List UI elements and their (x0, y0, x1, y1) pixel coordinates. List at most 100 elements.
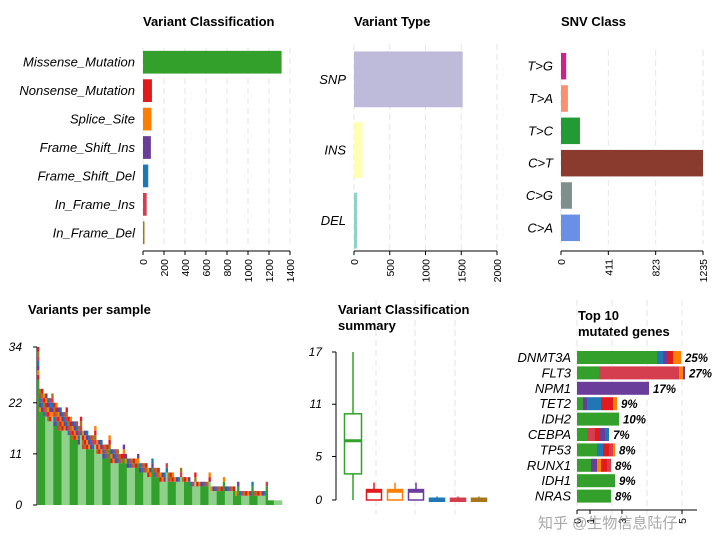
sample-bar-segment (135, 467, 138, 505)
sample-bar-segment (43, 412, 46, 417)
sample-bar-segment (53, 412, 56, 417)
sample-bar-segment (98, 453, 101, 505)
bar (143, 221, 145, 245)
sample-bar-segment (79, 426, 83, 431)
sample-bar-segment (120, 458, 124, 464)
sample-bar-segment (159, 472, 162, 478)
sample-bar-segment (126, 463, 130, 468)
sample-bar-segment (51, 416, 54, 505)
sample-bar-segment (69, 421, 73, 426)
watermark-text: 知乎 @生物信息陆仔 (538, 515, 677, 532)
sample-bar-segment (55, 407, 58, 413)
gene-percent-label: 9% (619, 476, 636, 488)
sample-bar-segment (55, 412, 58, 417)
sample-bar-segment (92, 435, 95, 440)
sample-bar-segment (100, 444, 103, 450)
sample-bar-segment (75, 421, 79, 426)
x-tick-label: 3 (617, 518, 629, 524)
sample-bar-segment (202, 486, 205, 505)
sample-bar-segment (179, 467, 183, 473)
sample-bar-segment (251, 486, 254, 505)
sample-bar-segment (59, 416, 62, 422)
sample-bar-segment (110, 463, 113, 505)
sample-bar-segment (165, 467, 168, 473)
sample-bar-segment (86, 435, 89, 440)
sample-bar-segment (51, 393, 54, 399)
sample-bar-segment (106, 444, 109, 450)
gene-bar-segment (587, 397, 601, 411)
sample-bar-segment (73, 421, 77, 426)
sample-bar-segment (116, 463, 119, 505)
sample-bar-segment (51, 398, 54, 403)
sample-bar-segment (198, 481, 201, 487)
gene-label: TET2 (539, 396, 572, 411)
sample-bar-segment (53, 407, 56, 413)
category-label: C>G (526, 188, 553, 203)
sample-bar-segment (65, 430, 68, 505)
sample-bar-segment (79, 416, 83, 422)
sample-bar-segment (233, 486, 236, 492)
sample-bar-segment (188, 481, 191, 505)
sample-bar-segment (259, 491, 262, 496)
sample-bar-segment (90, 449, 93, 505)
sample-bar-segment (51, 407, 54, 413)
gene-bar-segment (673, 351, 681, 364)
gene-bar-segment (663, 351, 667, 364)
gene-bar-segment (679, 366, 683, 380)
sample-bar-segment (228, 486, 232, 492)
sample-bar-segment (57, 421, 60, 426)
bar (143, 50, 282, 74)
sample-bar-segment (118, 453, 122, 459)
sample-bar-segment (188, 477, 191, 482)
y-tick-label: 34 (9, 340, 23, 354)
sample-bar-segment (261, 491, 264, 496)
x-tick-label: 1000 (243, 259, 255, 283)
sample-bar-segment (49, 398, 52, 403)
sample-bar-segment (247, 495, 250, 505)
sample-bar-segment (61, 412, 64, 417)
category-label: In_Frame_Ins (55, 197, 136, 212)
sample-bar-segment (126, 458, 130, 464)
sample-bar-segment (63, 412, 66, 417)
x-tick-label: 0 (349, 259, 361, 265)
category-label: T>C (528, 123, 554, 138)
sample-bar-segment (106, 453, 109, 459)
sample-bar-segment (137, 453, 140, 459)
gene-bar-segment (599, 428, 605, 441)
sample-bar-segment (79, 430, 83, 436)
sample-bar-segment (92, 439, 95, 445)
x-tick-label: 500 (385, 259, 397, 277)
sample-bar-segment (157, 467, 160, 473)
sample-bar-segment (83, 444, 87, 450)
category-label: INS (324, 143, 346, 158)
sample-bar-segment (73, 439, 77, 505)
sample-bar-segment (173, 477, 177, 482)
sample-bar-segment (149, 472, 152, 478)
sample-bar-segment (43, 407, 46, 413)
gene-bar-segment (577, 397, 583, 411)
x-tick-label: 1200 (264, 259, 276, 283)
sample-bar-segment (57, 416, 60, 422)
sample-bar-segment (155, 477, 158, 505)
sample-bar-segment (102, 444, 105, 450)
sample-bar-segment (51, 412, 54, 417)
sample-bar-segment (181, 481, 185, 505)
sample-bar-segment (94, 426, 97, 431)
sample-bar-segment (255, 495, 258, 505)
x-tick-label: 5 (677, 518, 689, 524)
sample-bar-segment (132, 467, 136, 505)
sample-bar-segment (153, 477, 156, 505)
sample-bar-segment (167, 481, 171, 505)
sample-bar-segment (37, 360, 40, 366)
sample-bar-segment (251, 481, 254, 487)
sample-bar-segment (49, 402, 52, 408)
sample-bar-segment (98, 449, 101, 454)
sample-bar-segment (139, 463, 142, 468)
sample-bar-segment (279, 500, 283, 505)
gene-label: FLT3 (542, 365, 572, 380)
sample-bar-segment (114, 458, 117, 464)
category-label: Splice_Site (70, 112, 135, 127)
sample-bar-segment (59, 426, 62, 431)
sample-bar-segment (149, 477, 152, 505)
sample-bar-segment (159, 481, 162, 505)
